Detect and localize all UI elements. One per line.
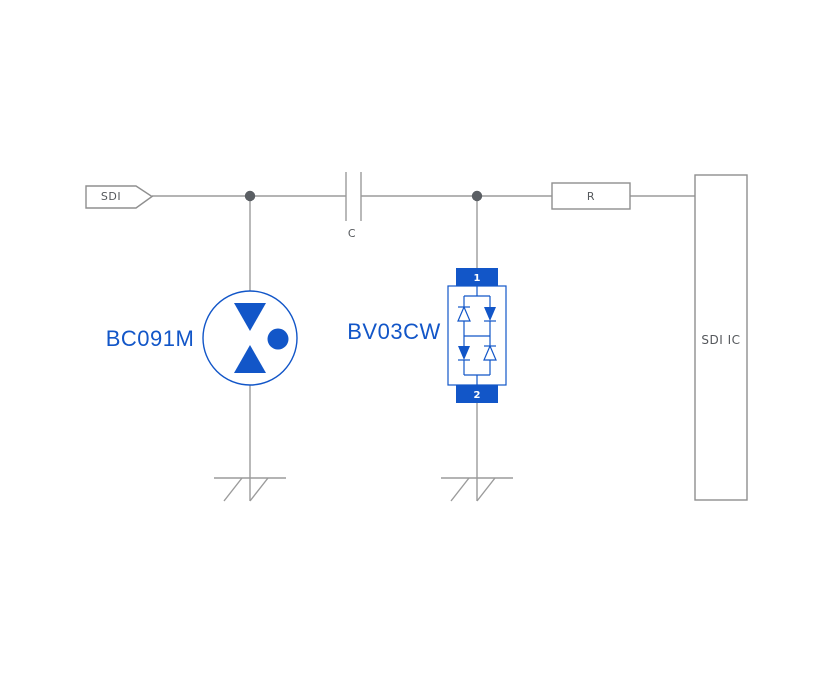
junction-dot-right	[471, 190, 483, 202]
ground-symbol-left	[214, 477, 286, 502]
diode-triangle-down	[234, 303, 266, 331]
pin-1-pad	[456, 268, 498, 286]
diode-triangle-up	[234, 345, 266, 373]
junction-dot-left	[244, 190, 256, 202]
sdi-input-port: SDI	[85, 185, 154, 209]
tvs-circle-outline	[202, 290, 298, 386]
bc091m-label: BC091M	[106, 326, 195, 351]
bv03cw-label: BV03CW	[347, 319, 440, 344]
pin-1-label: 1	[474, 273, 481, 284]
sdi-ic-block: SDI IC	[694, 174, 748, 501]
ground-hatch-2	[476, 477, 496, 502]
bv03cw-device: 1 2 BV03CW	[347, 268, 507, 403]
resistor-label: R	[587, 190, 595, 203]
diode-bl-filled-down	[458, 346, 470, 360]
pin-2-pad	[456, 385, 498, 403]
port-pentagon	[85, 185, 154, 209]
ic-label: SDI IC	[701, 333, 740, 347]
ground-hatch-1	[450, 477, 470, 502]
ground-symbol-right	[441, 477, 513, 502]
diode-tr-filled-down	[484, 307, 496, 321]
ic-body	[694, 174, 748, 501]
capacitor-symbol: C	[345, 172, 362, 240]
ground-hatch-1	[223, 477, 243, 502]
pin-2-label: 2	[474, 390, 481, 401]
sdi-port-label: SDI	[101, 190, 121, 203]
bc091m-device: BC091M	[106, 290, 298, 386]
device-dot	[267, 328, 289, 350]
capacitor-label: C	[348, 227, 356, 240]
resistor-body	[551, 182, 631, 210]
ground-hatch-2	[249, 477, 269, 502]
resistor-symbol: R	[551, 182, 631, 210]
